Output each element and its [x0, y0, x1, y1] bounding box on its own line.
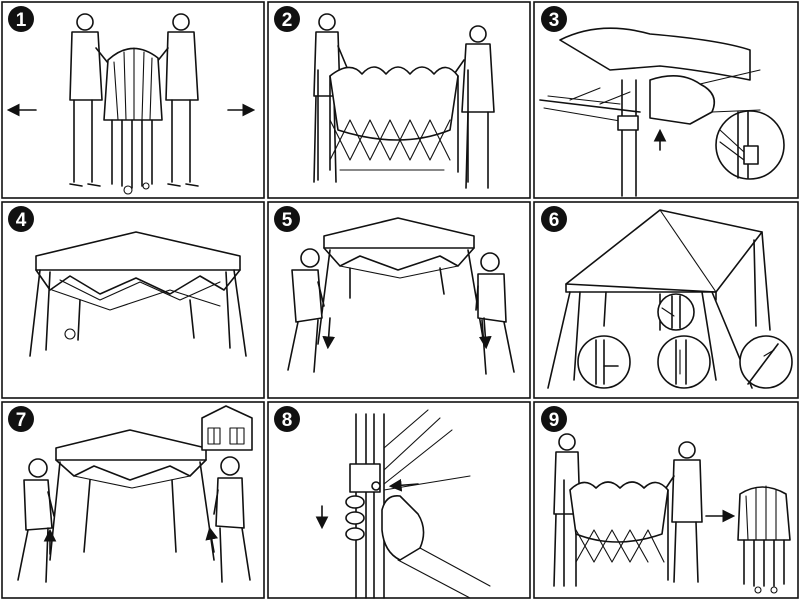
panel-step-4: 4	[1, 201, 265, 399]
arrow-up-right	[205, 526, 219, 553]
step-number-4: 4	[16, 210, 27, 231]
expanding-tent-frame	[317, 66, 469, 183]
finger-pressing-button	[381, 494, 491, 599]
tent-canopy	[29, 231, 247, 357]
step-number-1: 1	[16, 10, 27, 31]
tent-canopy	[317, 217, 485, 345]
step-number-8: 8	[282, 410, 293, 431]
step-badge-7: 7	[8, 406, 34, 432]
folded-tent-bundle	[737, 485, 791, 594]
step-number-3: 3	[549, 10, 560, 31]
step-badge-4: 4	[8, 206, 34, 232]
step-badge-9: 9	[541, 406, 567, 432]
panel-step-8: 8	[267, 401, 531, 599]
tent-top-closeup	[539, 27, 751, 197]
arrow-press	[388, 478, 419, 492]
detail-circle	[715, 110, 785, 180]
step-badge-8: 8	[274, 406, 300, 432]
detail-circle-middle	[657, 335, 711, 389]
step-badge-3: 3	[541, 6, 567, 32]
leg-closeup	[349, 409, 471, 599]
step-badge-1: 1	[8, 6, 34, 32]
step-badge-5: 5	[274, 206, 300, 232]
panel-step-5: 5	[267, 201, 531, 399]
step-number-9: 9	[549, 410, 560, 431]
step-badge-2: 2	[274, 6, 300, 32]
person-right	[151, 13, 199, 187]
person-right-crouching	[213, 456, 251, 583]
person-left-crouching	[17, 458, 55, 583]
folded-tent-bundle	[103, 47, 163, 195]
step-number-7: 7	[16, 410, 27, 431]
arrow-down-left	[322, 317, 336, 350]
inset-tent-with-walls	[201, 405, 253, 451]
step-number-6: 6	[549, 210, 560, 231]
panel-step-7: 7	[1, 401, 265, 599]
step-number-2: 2	[282, 10, 293, 31]
tent-canopy	[49, 429, 215, 561]
tent-full-height	[547, 209, 771, 389]
person-left-crouching	[287, 248, 325, 373]
detail-circle-top	[657, 293, 695, 331]
arrow-down-right	[478, 317, 492, 350]
height-adjust-holes	[345, 495, 365, 541]
panel-step-1: 1	[1, 1, 265, 199]
step-badge-6: 6	[541, 206, 567, 232]
collapsing-tent-frame	[563, 479, 669, 587]
detail-circle-left	[577, 335, 631, 389]
panel-step-6: 6	[533, 201, 799, 399]
panel-step-2: 2	[267, 1, 531, 199]
panel-step-9: 9	[533, 401, 799, 599]
person-right	[449, 25, 495, 189]
detail-circle-right	[739, 335, 793, 389]
step-number-5: 5	[282, 210, 293, 231]
panel-step-3: 3	[533, 1, 799, 199]
person-left	[69, 13, 113, 187]
person-right-crouching	[475, 252, 515, 375]
person-right	[661, 441, 703, 583]
